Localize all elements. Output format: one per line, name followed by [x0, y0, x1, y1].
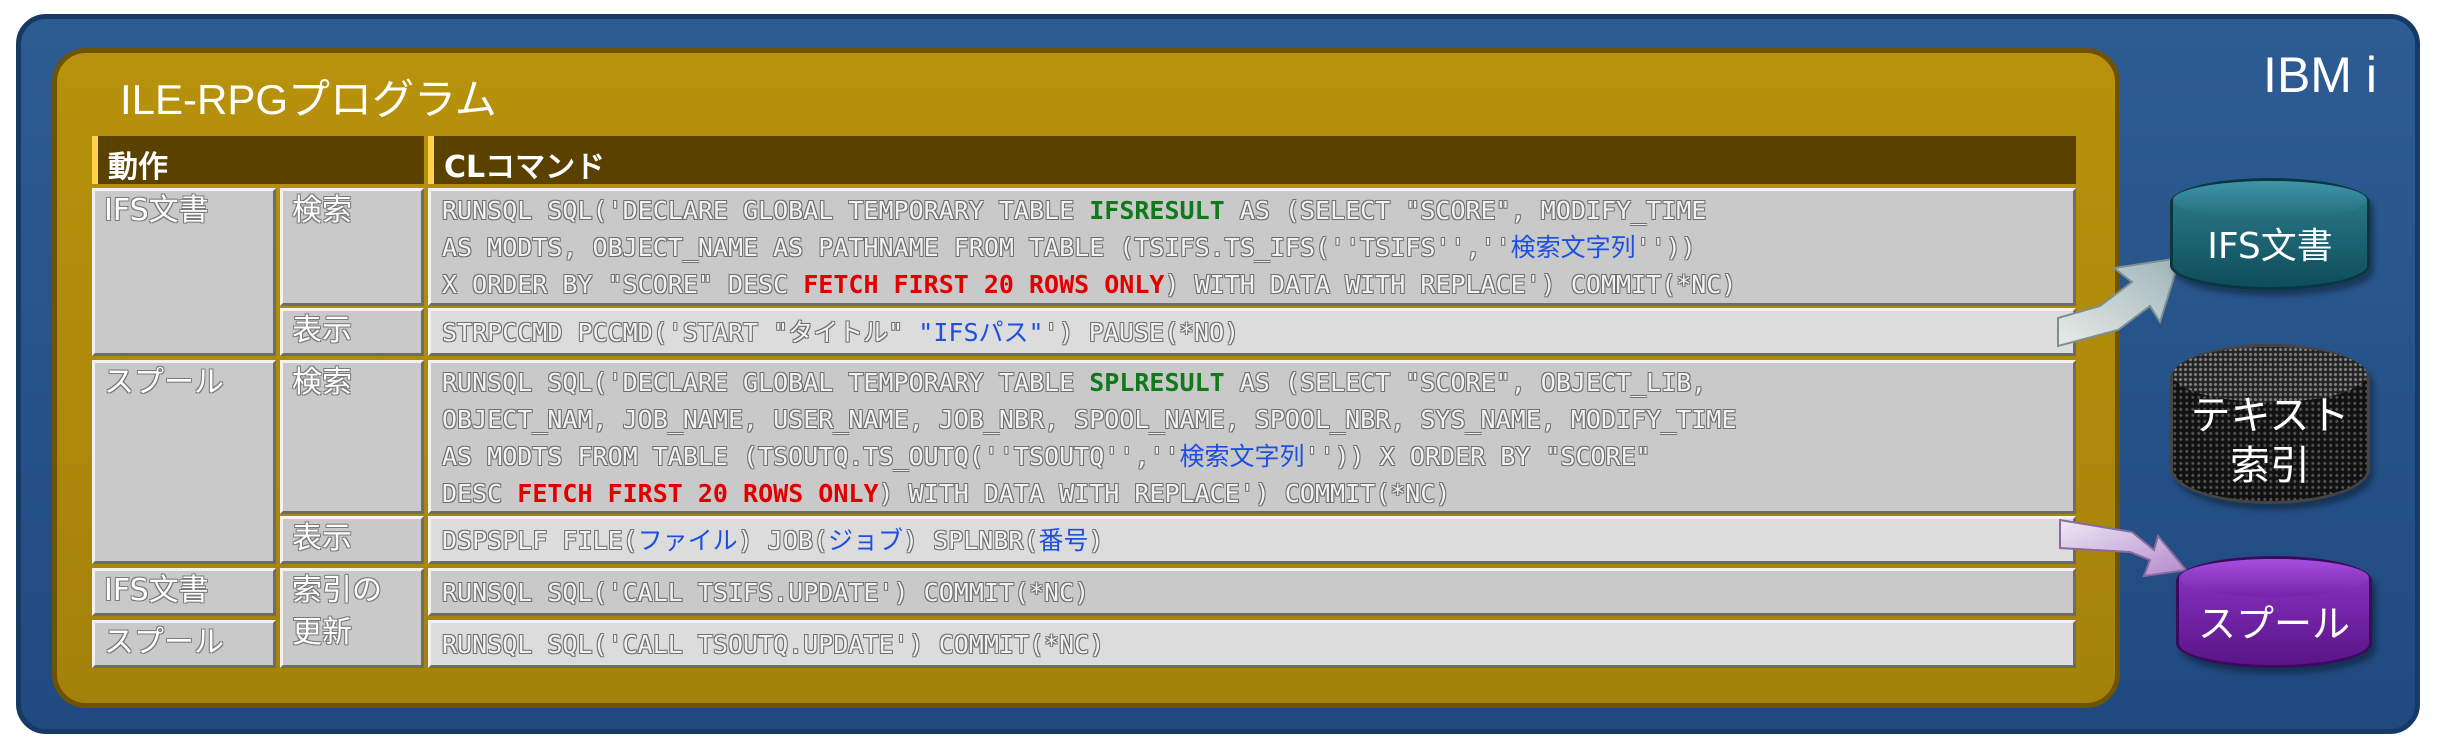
code-text: AS MODTS, OBJECT_NAME AS PATHNAME FROM T…	[442, 233, 1511, 262]
cmd-spool-display: DSPSPLF FILE(ファイル) JOB(ジョブ) SPLNBR(番号)	[442, 522, 1104, 559]
code-text: AS (SELECT "SCORE", OBJECT_LIB,	[1224, 368, 1707, 397]
header-action: 動作	[92, 136, 424, 185]
cmd-ifs-update: RUNSQL SQL('CALL TSIFS.UPDATE') COMMIT(*…	[442, 578, 1090, 607]
code-file-param: ファイル	[637, 526, 738, 555]
cmd-ifs-display: STRPCCMD PCCMD('START "タイトル" "IFSパス"') P…	[442, 314, 1239, 351]
cell-spool-update	[92, 620, 276, 668]
cell-ifs-update	[92, 568, 276, 616]
label-ifs-doc: IFS文書	[104, 193, 209, 228]
code-text: '')) X ORDER BY "SCORE"	[1304, 442, 1651, 471]
header-cl-command: CLコマンド	[428, 136, 2076, 185]
label-index-update-1: 索引の	[292, 573, 382, 608]
code-text: ) WITH DATA WITH REPLACE') COMMIT(*NC)	[878, 479, 1451, 508]
cell-ifs-display	[280, 308, 424, 356]
cell-cmd-spool-update	[428, 620, 2076, 668]
label-spool-search: 検索	[292, 365, 352, 400]
cell-cmd-spool-display	[428, 516, 2076, 564]
cell-spool-search	[280, 360, 424, 514]
code-text: X ORDER BY "SCORE" DESC	[442, 270, 804, 299]
cmd-spool-update: RUNSQL SQL('CALL TSOUTQ.UPDATE') COMMIT(…	[442, 630, 1105, 659]
spool-store: スプール	[2176, 556, 2372, 668]
cell-index-update	[280, 568, 424, 668]
ibm-i-title: IBM i	[2263, 47, 2377, 103]
code-text: AS MODTS FROM TABLE (TSOUTQ.TS_OUTQ(''TS…	[442, 442, 1180, 471]
cell-cmd-ifs-display	[428, 308, 2076, 356]
cell-cmd-ifs-search	[428, 188, 2076, 306]
spool-store-label: スプール	[2197, 602, 2350, 646]
code-number-param: 番号	[1038, 526, 1089, 555]
code-text: ) JOB(	[737, 526, 828, 555]
code-ifs-path-param: "IFSパス"	[918, 318, 1044, 347]
cell-ifs-doc	[92, 188, 276, 356]
rpg-program-title: ILE-RPGプログラム	[120, 76, 497, 123]
code-text: ) SPLNBR(	[903, 526, 1039, 555]
code-text: ) WITH DATA WITH REPLACE') COMMIT(*NC)	[1164, 270, 1737, 299]
code-text: OBJECT_NAM, JOB_NAME, USER_NAME, JOB_NBR…	[442, 405, 1737, 434]
cylinder-top	[2173, 181, 2367, 220]
code-table-name: IFSRESULT	[1089, 196, 1225, 225]
code-fetch-clause: FETCH FIRST 20 ROWS ONLY	[517, 479, 879, 508]
label-index-update-2: 更新	[292, 615, 352, 650]
text-index-label-2: 索引	[2230, 443, 2310, 489]
code-job-param: ジョブ	[828, 526, 904, 555]
cylinder-top	[2179, 559, 2369, 598]
cell-ifs-search	[280, 188, 424, 306]
label-spool-update: スプール	[104, 625, 224, 660]
label-ifs-update: IFS文書	[104, 573, 209, 608]
cell-spool	[92, 360, 276, 564]
cmd-ifs-search: RUNSQL SQL('DECLARE GLOBAL TEMPORARY TAB…	[442, 192, 1736, 303]
text-index-store: テキスト 索引	[2170, 344, 2370, 504]
code-text: RUNSQL SQL('DECLARE GLOBAL TEMPORARY TAB…	[442, 196, 1090, 225]
ifs-store-label: IFS文書	[2207, 226, 2333, 267]
code-text: DESC	[442, 479, 518, 508]
code-text: RUNSQL SQL('DECLARE GLOBAL TEMPORARY TAB…	[442, 368, 1090, 397]
text-index-label-1: テキスト	[2190, 393, 2350, 439]
cylinder-top	[2173, 347, 2367, 403]
code-text: STRPCCMD PCCMD('START "タイトル"	[442, 318, 919, 347]
label-ifs-display: 表示	[292, 313, 352, 348]
label-ifs-search: 検索	[292, 193, 352, 228]
cmd-spool-search: RUNSQL SQL('DECLARE GLOBAL TEMPORARY TAB…	[442, 364, 1736, 512]
code-search-param: 検索文字列	[1179, 442, 1305, 471]
code-text: DSPSPLF FILE(	[442, 526, 638, 555]
label-spool-display: 表示	[292, 521, 352, 556]
code-search-param: 検索文字列	[1510, 233, 1636, 262]
code-text: ''))	[1635, 233, 1696, 262]
cell-cmd-spool-search	[428, 360, 2076, 514]
code-text: ') PAUSE(*NO)	[1043, 318, 1240, 347]
code-table-name: SPLRESULT	[1089, 368, 1225, 397]
cell-cmd-ifs-update	[428, 568, 2076, 616]
cell-spool-display	[280, 516, 424, 564]
ifs-documents-store: IFS文書	[2170, 178, 2370, 290]
code-text: )	[1088, 526, 1104, 555]
code-text: AS (SELECT "SCORE", MODIFY_TIME	[1224, 196, 1707, 225]
code-fetch-clause: FETCH FIRST 20 ROWS ONLY	[803, 270, 1165, 299]
label-spool: スプール	[104, 365, 224, 400]
